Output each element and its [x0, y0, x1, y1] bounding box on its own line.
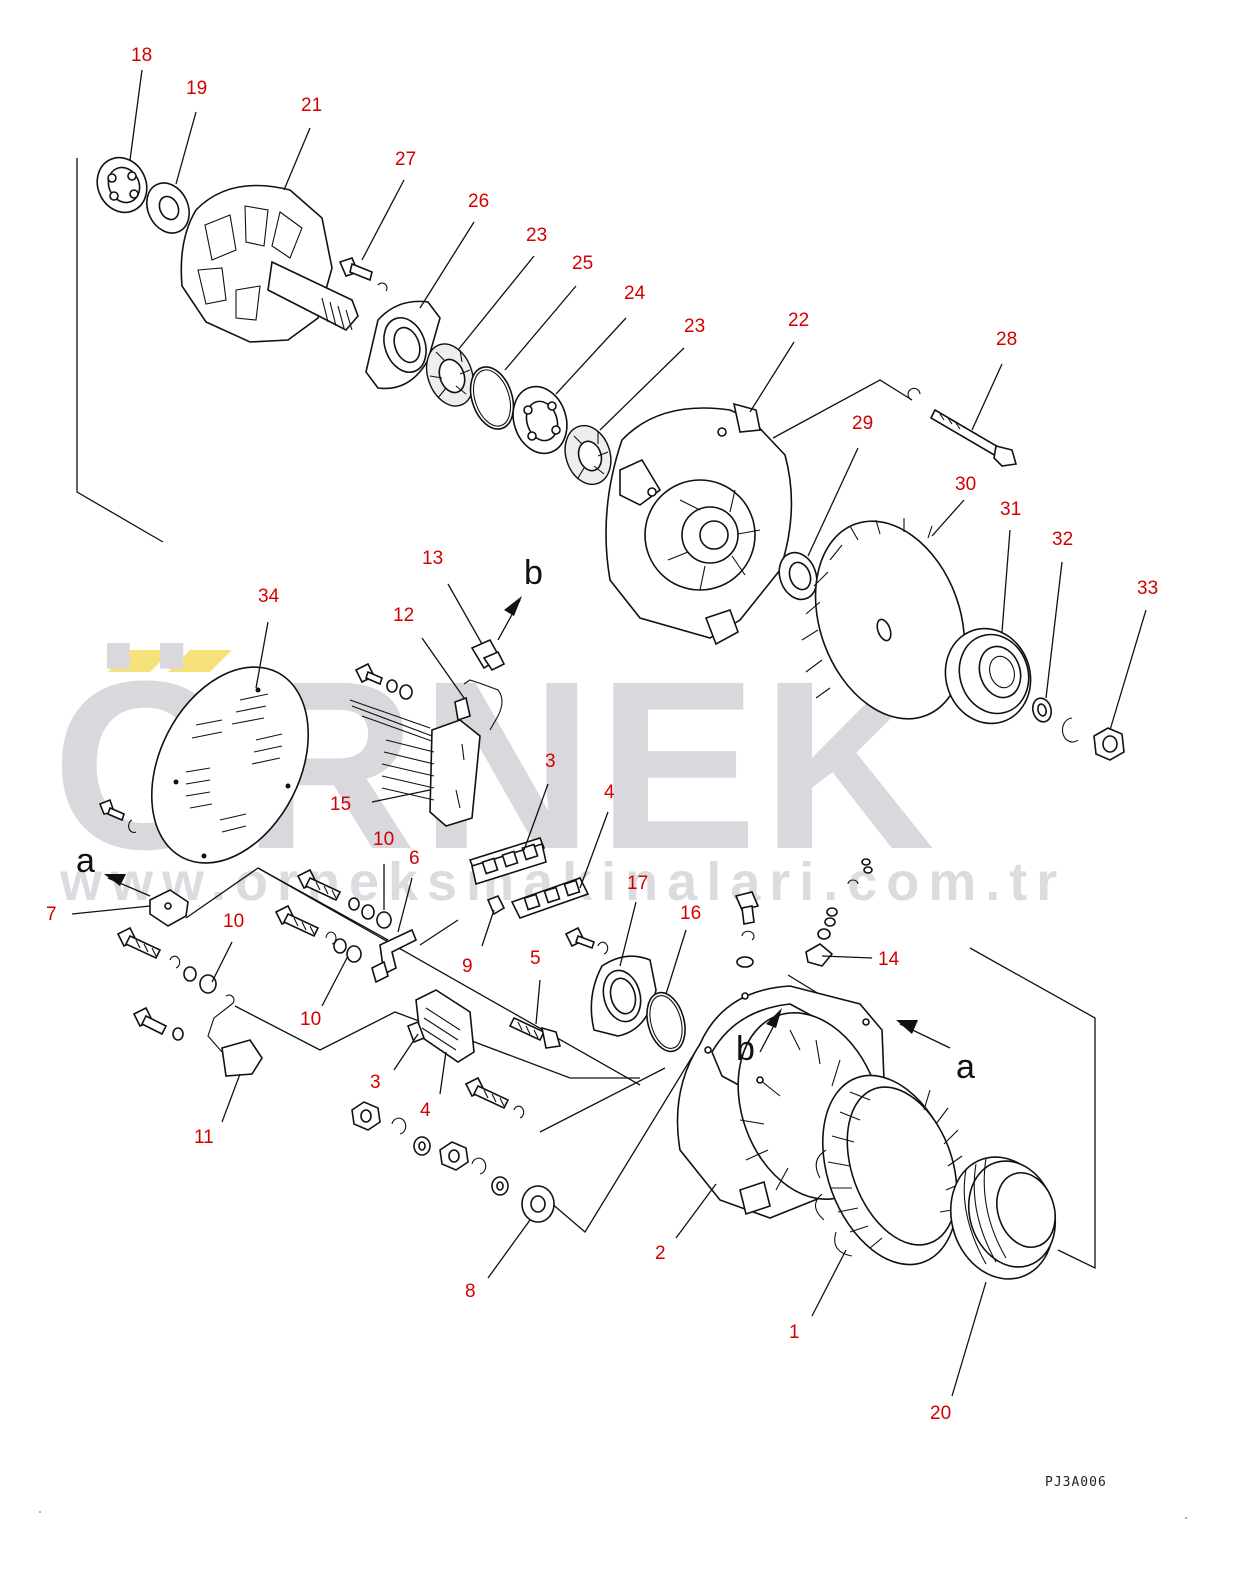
nut-washer-row — [351, 1101, 509, 1196]
washer-19 — [146, 182, 190, 234]
lock-ring — [1061, 717, 1079, 743]
callout-23-upper: 23 — [526, 225, 547, 246]
terminal-14 — [805, 858, 873, 967]
callout-23-lower: 23 — [684, 316, 705, 337]
callout-4-lower: 4 — [420, 1100, 431, 1121]
diode-board-lower — [406, 989, 475, 1063]
bearing-23-upper — [425, 343, 475, 407]
screw-27 — [338, 257, 388, 292]
bearing-23-lower — [564, 424, 612, 486]
callout-32: 32 — [1052, 529, 1073, 550]
callout-8: 8 — [465, 1281, 476, 1302]
callout-13: 13 — [422, 548, 443, 569]
view-letter-a-right: a — [956, 1048, 975, 1086]
pulley-31 — [944, 627, 1032, 725]
retainer-plate-26 — [365, 300, 441, 390]
corner-mark-right — [1185, 1517, 1187, 1519]
bolt-top-housing — [734, 891, 760, 968]
diode-board-4-upper — [510, 877, 590, 919]
screw-set-10-mid — [274, 904, 362, 963]
screw-set-10-left — [116, 926, 217, 994]
callout-33: 33 — [1137, 578, 1158, 599]
washer-32 — [1031, 697, 1053, 723]
cover-screw — [98, 798, 137, 833]
callout-29: 29 — [852, 413, 873, 434]
callout-25: 25 — [572, 253, 593, 274]
callout-19: 19 — [186, 78, 207, 99]
rear-cover-34 — [150, 666, 310, 864]
callout-15: 15 — [330, 794, 351, 815]
callout-18: 18 — [131, 45, 152, 66]
drawing-code: PJ3A006 — [1045, 1475, 1107, 1490]
assembly-lines — [76, 158, 1096, 1270]
front-housing-22 — [605, 402, 793, 646]
callout-31: 31 — [1000, 499, 1021, 520]
callout-22: 22 — [788, 310, 809, 331]
leader-lines — [71, 69, 1147, 1397]
callout-26: 26 — [468, 191, 489, 212]
corner-mark-left — [39, 1511, 41, 1513]
callout-2: 2 — [655, 1243, 666, 1264]
callout-4-upper: 4 — [604, 782, 615, 803]
bolt-28 — [907, 387, 1018, 467]
callout-labels: 18 19 21 27 26 23 25 24 23 22 28 29 30 3… — [46, 45, 1158, 1424]
callout-24: 24 — [624, 283, 646, 304]
regulator-15 — [349, 662, 481, 827]
callout-10-upper: 10 — [373, 829, 394, 850]
view-letter-b-housing: b — [736, 1030, 755, 1068]
spacer-29 — [778, 551, 818, 601]
callout-34: 34 — [258, 586, 280, 607]
screw-5 — [508, 1016, 562, 1049]
callout-14: 14 — [878, 949, 900, 970]
callout-7: 7 — [46, 904, 57, 925]
watermark-accent-left — [108, 650, 172, 672]
screw-near-17 — [564, 926, 609, 955]
callout-30: 30 — [955, 474, 976, 495]
callout-10-left: 10 — [223, 911, 244, 932]
o-ring-16 — [646, 991, 686, 1053]
callout-20: 20 — [930, 1403, 951, 1424]
terminal-9 — [486, 894, 506, 916]
view-letter-b-top: b — [524, 554, 543, 592]
fan-30 — [801, 518, 966, 720]
view-letter-a-left: a — [76, 842, 95, 880]
callout-28: 28 — [996, 329, 1017, 350]
callout-16: 16 — [680, 903, 701, 924]
cap-nut-8 — [521, 1185, 555, 1223]
callout-12: 12 — [393, 605, 414, 626]
callout-6: 6 — [409, 848, 420, 869]
bearing-18 — [96, 156, 148, 214]
callout-17: 17 — [627, 873, 648, 894]
callout-3-upper: 3 — [545, 751, 556, 772]
callout-21: 21 — [301, 95, 322, 116]
callout-9: 9 — [462, 956, 473, 977]
screw-set-10-upper — [296, 868, 392, 929]
pulley-20 — [949, 1156, 1057, 1280]
callout-5: 5 — [530, 948, 541, 969]
callout-27: 27 — [395, 149, 416, 170]
plate-17 — [590, 955, 657, 1037]
watermark-accent-right — [168, 650, 232, 672]
stator-1 — [814, 1074, 963, 1266]
callout-3-lower: 3 — [370, 1072, 381, 1093]
callout-1: 1 — [789, 1322, 800, 1343]
callout-11: 11 — [194, 1127, 214, 1148]
view-arrows — [104, 596, 951, 1053]
screw-lower-row — [464, 1076, 525, 1119]
nut-33 — [1093, 727, 1125, 761]
bearing-24 — [512, 385, 568, 455]
brush-13 — [470, 638, 506, 672]
o-ring-25 — [469, 366, 515, 430]
rotor-21 — [180, 184, 359, 343]
terminal-plate-6 — [371, 928, 418, 984]
brush-12 — [454, 679, 503, 731]
capacitor-11 — [132, 994, 263, 1077]
clip-7 — [149, 889, 189, 927]
callout-10-lower: 10 — [300, 1009, 321, 1030]
